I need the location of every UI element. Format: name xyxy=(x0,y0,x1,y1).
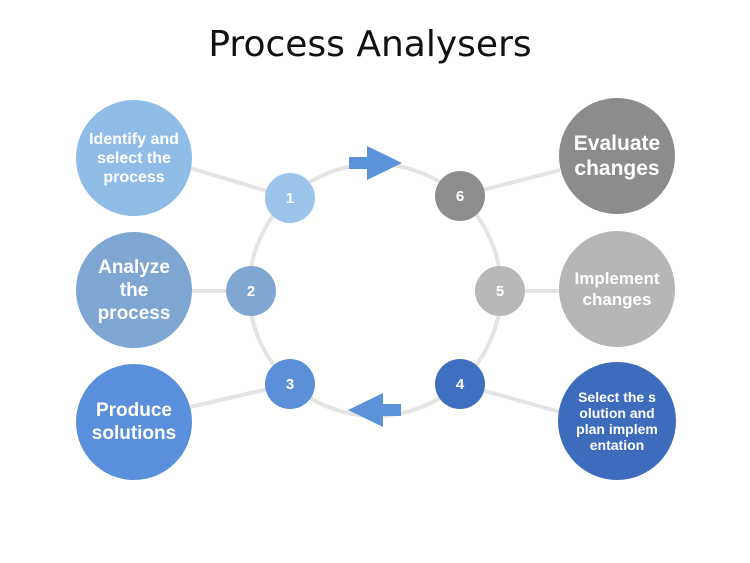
step-number-1: 1 xyxy=(286,190,294,207)
step-label-6: Evaluate changes xyxy=(573,132,661,180)
step-circle-6 xyxy=(435,171,485,221)
big-circle-1 xyxy=(76,100,192,216)
step-number-2: 2 xyxy=(247,283,255,300)
big-circle-2 xyxy=(76,232,192,348)
step-number-6: 6 xyxy=(456,188,464,205)
step-number-4: 4 xyxy=(456,376,465,393)
big-circle-6 xyxy=(559,98,675,214)
step-label-3: Produce solutions xyxy=(91,400,177,444)
step-label-5: Implement changes xyxy=(574,269,660,309)
step-label-4: Select the solution and plan implementat… xyxy=(576,389,658,453)
big-circle-3 xyxy=(76,364,192,480)
big-circle-5 xyxy=(559,231,675,347)
step-circle-3 xyxy=(265,359,315,409)
step-circle-2 xyxy=(226,266,276,316)
step-circle-4 xyxy=(435,359,485,409)
step-number-3: 3 xyxy=(286,376,294,393)
step-circle-1 xyxy=(265,173,315,223)
page-title: Process Analysers xyxy=(208,24,532,65)
step-label-2: Analyze the process xyxy=(97,256,171,324)
step-label-1: Identify and select the process xyxy=(89,130,179,186)
step-number-5: 5 xyxy=(496,283,504,300)
arrow-right-icon xyxy=(349,146,402,180)
step-circle-5 xyxy=(475,266,525,316)
big-circle-4 xyxy=(558,362,676,480)
arrow-left-icon xyxy=(348,393,401,427)
